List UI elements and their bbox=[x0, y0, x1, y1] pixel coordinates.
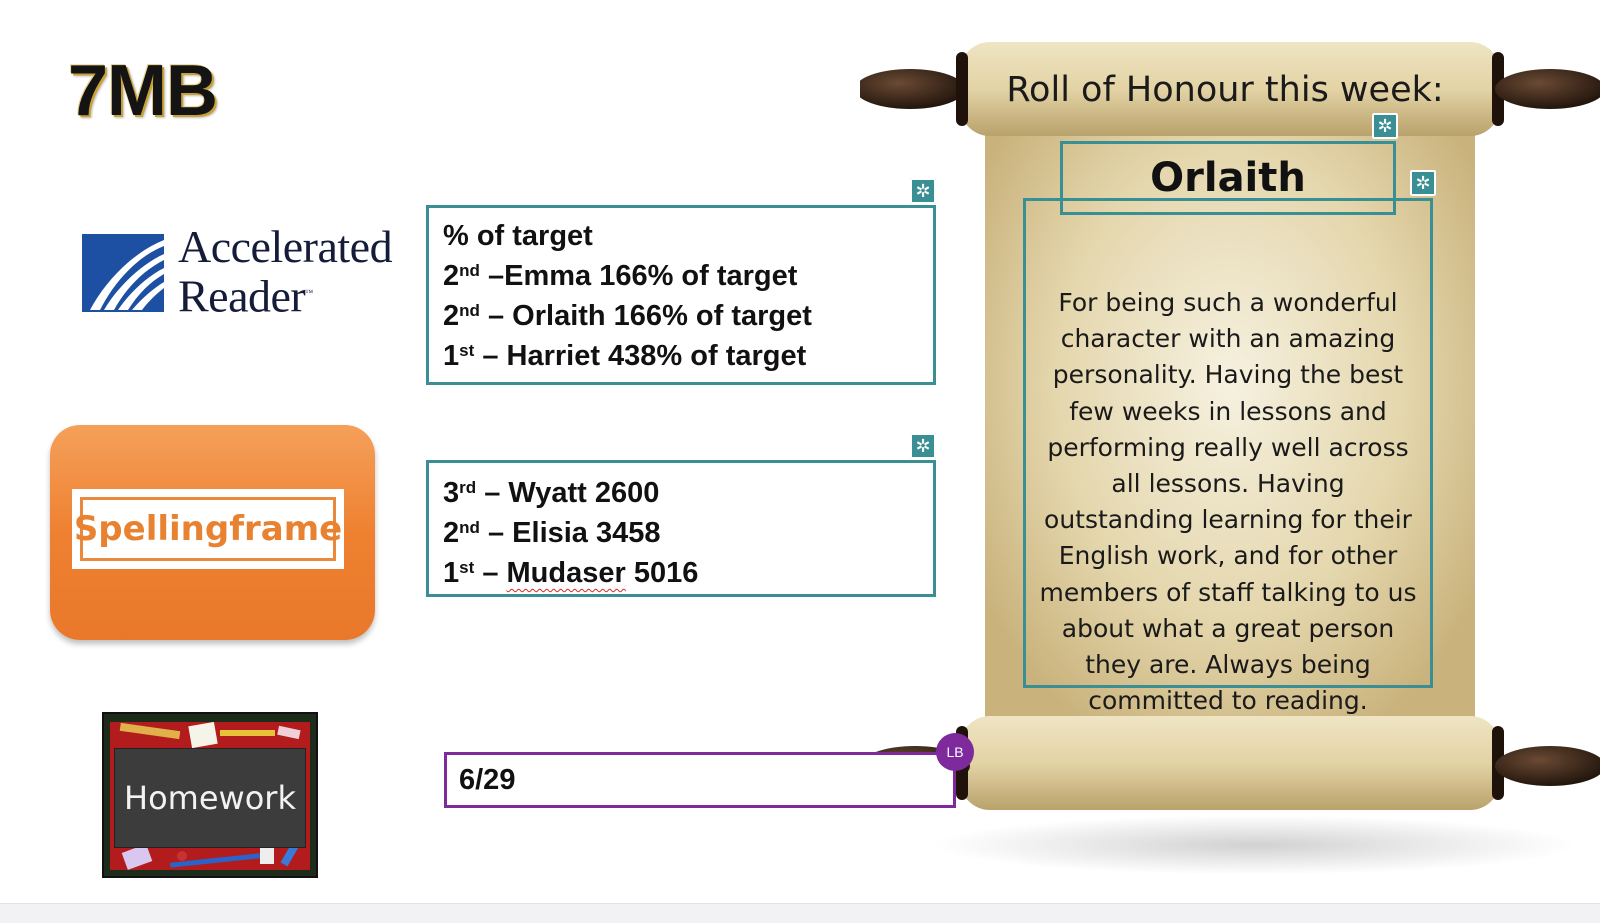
sf-entry-2: 2nd – Elisia 3458 bbox=[443, 513, 933, 553]
comment-icon[interactable]: ✲ bbox=[1372, 113, 1398, 139]
slide-title[interactable]: 7MB bbox=[68, 51, 218, 131]
spellingframe-logo[interactable]: Spellingframe bbox=[50, 425, 375, 640]
entry-prefix: – bbox=[474, 557, 507, 589]
collaborator-avatar[interactable]: LB bbox=[936, 733, 974, 771]
ar-trademark: ™ bbox=[305, 288, 313, 297]
ar-wordmark-line1: Accelerated bbox=[178, 221, 393, 272]
ar-heading: % of target bbox=[443, 220, 593, 252]
sf-entry-3: 1st – Mudaser 5016 bbox=[443, 553, 933, 593]
accelerated-reader-results-box[interactable]: % of target 2nd –Emma 166% of target 2nd… bbox=[426, 205, 936, 385]
homework-result-box[interactable]: 6/29 bbox=[444, 752, 956, 808]
honour-citation-box[interactable]: For being such a wonderful character wit… bbox=[1023, 198, 1433, 715]
homework-image[interactable]: Homework bbox=[102, 712, 318, 878]
ordinal: 1 bbox=[443, 557, 460, 589]
ordinal-suffix: rd bbox=[459, 478, 477, 497]
homework-chalkboard: Homework bbox=[114, 748, 306, 848]
spellingframe-label-text: Spellingframe bbox=[74, 497, 342, 561]
ar-wordmark-reader: Reader bbox=[178, 270, 306, 322]
entry-text: – Harriet 438% of target bbox=[474, 340, 807, 372]
entry-text: –Emma 166% of target bbox=[479, 260, 798, 292]
ordinal: 1 bbox=[443, 340, 460, 372]
ar-wordmark-line2: Reader™ bbox=[178, 270, 392, 319]
ordinal-suffix: nd bbox=[459, 301, 480, 320]
slide-canvas[interactable]: 7MB Accelerated Reader™ Spellingframe bbox=[0, 0, 1600, 904]
ordinal-suffix: st bbox=[459, 558, 475, 577]
ordinal-suffix: nd bbox=[459, 518, 480, 537]
roll-of-honour-title[interactable]: Roll of Honour this week: bbox=[1006, 70, 1444, 110]
entry-text: – Orlaith 166% of target bbox=[479, 300, 812, 332]
comment-icon[interactable]: ✲ bbox=[1410, 170, 1436, 196]
ar-entry-2: 2nd – Orlaith 166% of target bbox=[443, 296, 933, 336]
accelerated-reader-wordmark: Accelerated Reader™ bbox=[178, 221, 393, 319]
ordinal-suffix: st bbox=[459, 341, 475, 360]
entry-text: – Wyatt 2600 bbox=[476, 477, 660, 509]
spellcheck-flagged-word[interactable]: Mudaser bbox=[506, 557, 626, 589]
accelerated-reader-logo[interactable]: Accelerated Reader™ bbox=[82, 224, 402, 319]
ordinal: 2 bbox=[443, 260, 460, 292]
entry-text: – Elisia 3458 bbox=[479, 517, 661, 549]
ordinal-suffix: nd bbox=[459, 261, 480, 280]
scroll-shadow bbox=[930, 815, 1580, 875]
entry-score: 5016 bbox=[625, 557, 699, 589]
sf-entry-1: 3rd – Wyatt 2600 bbox=[443, 473, 933, 513]
parchment-scroll-image bbox=[860, 42, 1600, 810]
ordinal: 2 bbox=[443, 300, 460, 332]
comment-icon[interactable]: ✲ bbox=[910, 433, 936, 459]
comment-icon[interactable]: ✲ bbox=[910, 178, 936, 204]
ar-entry-3: 1st – Harriet 438% of target bbox=[443, 336, 933, 376]
spellingframe-label: Spellingframe bbox=[72, 489, 344, 569]
spellingframe-results-box[interactable]: 3rd – Wyatt 2600 2nd – Elisia 3458 1st –… bbox=[426, 460, 936, 597]
homework-frame: Homework bbox=[110, 722, 310, 870]
honour-student-name-box[interactable]: Orlaith bbox=[1060, 141, 1396, 215]
ar-entry-1: 2nd –Emma 166% of target bbox=[443, 256, 933, 296]
ordinal: 2 bbox=[443, 517, 460, 549]
accelerated-reader-swoosh-icon bbox=[82, 234, 164, 312]
ordinal: 3 bbox=[443, 477, 460, 509]
